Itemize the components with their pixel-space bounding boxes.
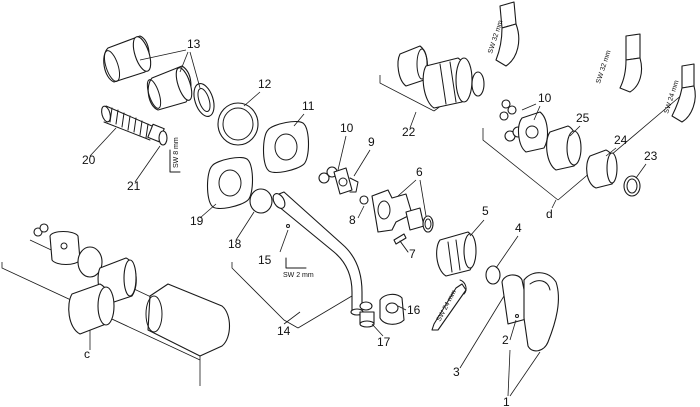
part-7-screw <box>393 233 409 253</box>
socket-tool-sw24-right: SW 24 mm <box>663 63 696 123</box>
label-5: 5 <box>482 204 489 218</box>
label-14: 14 <box>277 324 291 338</box>
label-1: 1 <box>503 395 510 407</box>
part-5-nut <box>436 231 477 277</box>
label-4: 4 <box>515 221 522 235</box>
label-9: 9 <box>368 135 375 149</box>
part-20-threaded-extension <box>101 105 168 146</box>
label-25: 25 <box>576 111 590 125</box>
part-22-body <box>397 45 485 109</box>
label-20: 20 <box>82 153 96 167</box>
label-18: 18 <box>228 237 242 251</box>
label-10-left: 10 <box>340 121 354 135</box>
hex-key-sw8: SW 8 mm <box>169 137 181 173</box>
label-7: 7 <box>409 247 416 261</box>
part-13-sleeves <box>103 35 215 117</box>
label-6: 6 <box>416 165 423 179</box>
label-13: 13 <box>187 37 201 51</box>
part-11-rosette <box>262 121 310 173</box>
wrench-sw24: SW 24 mm <box>431 279 467 331</box>
label-10-right: 10 <box>538 91 552 105</box>
label-12: 12 <box>258 77 272 91</box>
part-12-ring <box>217 102 259 146</box>
part-18-oring <box>249 188 273 214</box>
label-2: 2 <box>502 333 509 347</box>
group-d-parts <box>499 99 641 197</box>
group-d-bracket <box>482 78 691 209</box>
part-15-screw <box>279 229 307 269</box>
label-sw2: SW 2 mm <box>283 272 314 279</box>
label-23: 23 <box>644 149 658 163</box>
part-9-diverter <box>318 166 359 195</box>
label-c: c <box>84 347 90 361</box>
label-15: 15 <box>258 253 272 267</box>
part-4-oring <box>485 265 501 285</box>
group-14-bracket <box>231 262 363 329</box>
part-6-cartridge <box>359 189 434 233</box>
part-2-3-handle <box>501 272 559 352</box>
label-11: 11 <box>302 99 315 113</box>
group-c-parts <box>33 223 231 357</box>
part-16-17-aerator <box>359 293 405 328</box>
label-3: 3 <box>453 365 460 379</box>
socket-tool-sw32-right: SW 32 mm <box>595 33 643 93</box>
label-22: 22 <box>402 125 416 139</box>
label-d: d <box>546 207 553 221</box>
label-24: 24 <box>614 133 628 147</box>
socket-tool-sw32-top: SW 32 mm <box>487 1 520 67</box>
label-21: 21 <box>127 179 141 193</box>
label-sw8: SW 8 mm <box>173 137 180 168</box>
part-14-spout <box>272 191 364 316</box>
label-16: 16 <box>407 303 421 317</box>
part-19-rosette <box>206 157 254 209</box>
label-17: 17 <box>377 335 391 349</box>
label-sw32-right: SW 32 mm <box>595 49 612 84</box>
label-8: 8 <box>349 213 356 227</box>
